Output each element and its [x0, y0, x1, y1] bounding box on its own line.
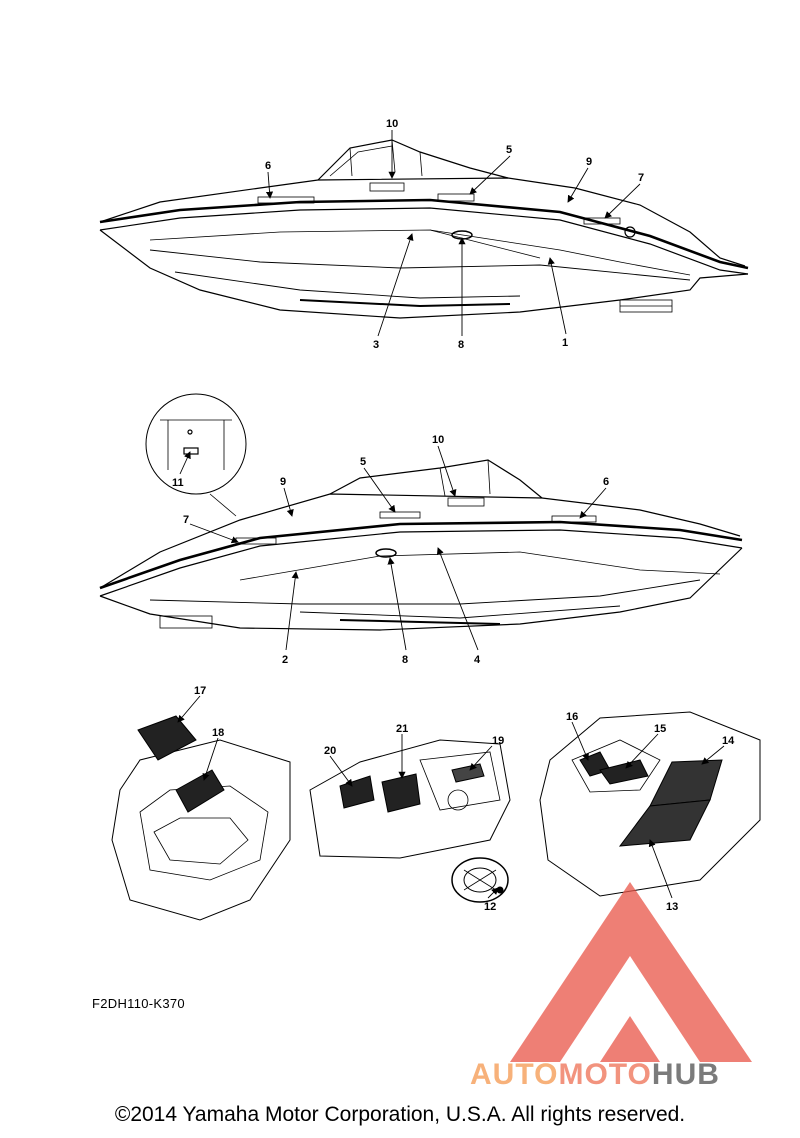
- boat-side-view: [99, 393, 743, 631]
- brand-part-moto: MOTO: [558, 1058, 652, 1091]
- callout-side-8: 8: [402, 654, 408, 666]
- callout-top-10: 10: [386, 118, 398, 130]
- watermark-logo: [510, 882, 752, 1062]
- callout-top-8: 8: [458, 339, 464, 351]
- callout-detail-14: 14: [722, 735, 735, 747]
- callout-side-6: 6: [603, 476, 609, 488]
- callout-top-6: 6: [265, 160, 271, 172]
- callout-detail-16: 16: [566, 711, 578, 723]
- brand-part-auto: AUTO: [470, 1058, 559, 1091]
- callout-side-5: 5: [360, 456, 366, 468]
- callout-top-9: 9: [586, 156, 592, 168]
- callout-detail-21: 21: [396, 723, 408, 735]
- callout-side-11: 11: [172, 477, 184, 489]
- callout-detail-17: 17: [194, 685, 206, 697]
- callout-top-5: 5: [506, 144, 512, 156]
- copyright-notice: ©2014 Yamaha Motor Corporation, U.S.A. A…: [114, 1103, 686, 1126]
- callout-detail-18: 18: [212, 727, 224, 739]
- callout-side-9: 9: [280, 476, 286, 488]
- callout-side-7: 7: [183, 514, 189, 526]
- leader-lines: [177, 130, 725, 899]
- callout-detail-12: 12: [484, 901, 496, 913]
- brand-part-hub: HUB: [651, 1058, 720, 1091]
- boat-top-view: [99, 139, 749, 319]
- callout-top-7: 7: [638, 172, 644, 184]
- callout-detail-19: 19: [492, 735, 504, 747]
- callout-top-1: 1: [562, 337, 568, 349]
- callout-detail-20: 20: [324, 745, 336, 757]
- callout-detail-13: 13: [666, 901, 678, 913]
- callout-detail-15: 15: [654, 723, 666, 735]
- watermark-brand: AUTOMOTOHUB: [470, 1058, 720, 1092]
- drawing-code: F2DH110-K370: [92, 996, 185, 1011]
- detail-bow-interior: [111, 715, 291, 921]
- callout-side-10: 10: [432, 434, 444, 446]
- callout-side-2: 2: [282, 654, 288, 666]
- detail-dashboard: [309, 739, 511, 903]
- callout-top-3: 3: [373, 339, 379, 351]
- callout-side-4: 4: [474, 654, 481, 666]
- callout-labels: 10 6 5 9 7 3 8 1 11 10 5 9 6 7 2 8 4 17 …: [172, 118, 735, 913]
